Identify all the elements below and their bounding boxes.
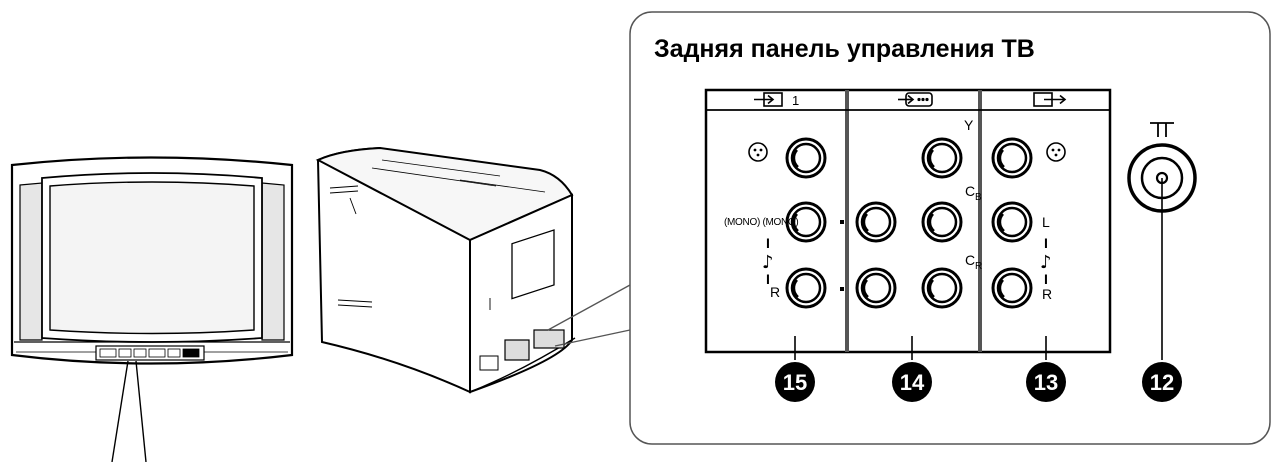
svg-text:12: 12 (1150, 370, 1174, 395)
output-video-jack (991, 137, 1033, 179)
tv-front-view (10, 156, 294, 462)
right-out-label: R (1042, 286, 1052, 302)
audio-note-icon: ♪ (1040, 252, 1052, 273)
cr-label: C (965, 252, 975, 268)
output-arrow-icon (1033, 92, 1067, 107)
component-cr-jack (921, 267, 963, 309)
callout-12: 12 (1142, 362, 1182, 402)
link-dot (840, 220, 844, 224)
right-out-bar: I (1044, 271, 1048, 287)
input-arrow-icon (754, 92, 783, 107)
y-label: Y (964, 117, 974, 133)
cb-sub-label: B (975, 192, 982, 203)
svg-text:15: 15 (783, 370, 807, 395)
panel-title: Задняя панель управления ТВ (654, 35, 1035, 63)
callout-lines (794, 178, 1163, 360)
connector-board (704, 88, 1112, 354)
input1-number: 1 (792, 93, 799, 108)
callout-15: 15 (775, 362, 815, 402)
component-audio-right-jack (855, 267, 897, 309)
component-video-icon (898, 92, 933, 107)
audio-note-icon: ♪ (762, 252, 774, 273)
video-connector-icon (1046, 142, 1066, 162)
left-in-label-lower: I (766, 271, 770, 287)
video-connector-icon (748, 142, 768, 162)
cb-label: C (965, 183, 975, 199)
component-y-jack (921, 137, 963, 179)
panel-leader-lines (547, 284, 631, 347)
output-audio-right-jack (991, 267, 1033, 309)
cr-sub-label: R (975, 261, 982, 272)
input1-header: 1 (754, 92, 799, 108)
right-in-label: R (770, 284, 780, 300)
left-out-bar: I (1044, 235, 1048, 251)
input1-audio-right-jack (785, 267, 827, 309)
svg-text:14: 14 (900, 370, 925, 395)
component-audio-left-jack (855, 201, 897, 243)
output-audio-left-jack (991, 201, 1033, 243)
mono-label: (MONO) (MONO) (724, 217, 798, 228)
antenna-icon (1150, 122, 1174, 137)
svg-text:13: 13 (1034, 370, 1058, 395)
callout-13: 13 (1026, 362, 1066, 402)
tv-rear-view (315, 146, 576, 394)
callout-14: 14 (892, 362, 932, 402)
link-dot (840, 287, 844, 291)
input1-video-jack (785, 137, 827, 179)
component-cb-jack (921, 201, 963, 243)
left-in-label: I (766, 235, 770, 251)
left-out-label: L (1042, 214, 1050, 230)
